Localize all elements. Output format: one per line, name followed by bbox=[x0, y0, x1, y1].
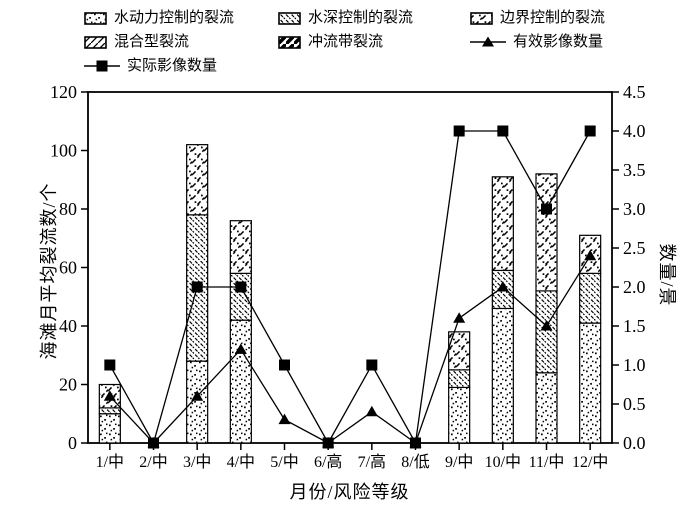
line-triangle bbox=[109, 255, 591, 445]
legend-square-marker-icon bbox=[84, 60, 120, 72]
y-right-axis-title: 数量/景 bbox=[657, 243, 677, 307]
bar-segment-boundary bbox=[491, 176, 514, 272]
triangle-marker bbox=[365, 405, 378, 417]
y-left-tick-label: 80 bbox=[59, 199, 77, 219]
square-marker bbox=[366, 359, 378, 371]
y-right-tick-label: 4.5 bbox=[623, 82, 646, 102]
bar-segment-dots bbox=[186, 360, 209, 444]
legend-label-boundary: 边界控制的裂流 bbox=[500, 10, 606, 26]
legend-item-actual: 实际影像数量 bbox=[84, 58, 217, 74]
bar-segment-boundary bbox=[448, 331, 471, 371]
line-square bbox=[109, 130, 591, 446]
legend-item-hydro: 水动力控制的裂流 bbox=[84, 10, 234, 26]
line-series bbox=[103, 125, 597, 449]
square-marker bbox=[235, 281, 247, 293]
y-right-tick-label: 3.5 bbox=[623, 160, 646, 180]
y-left-tick-label: 20 bbox=[59, 375, 77, 395]
x-tick-label: 10/中 bbox=[485, 453, 521, 471]
x-axis-title: 月份/风险等级 bbox=[289, 482, 410, 502]
y-right-tick-label: 2.0 bbox=[623, 277, 646, 297]
bar-segment-boundary bbox=[229, 220, 252, 274]
legend-swatch-mixed-icon bbox=[84, 35, 107, 49]
bar-segment-dots bbox=[98, 413, 121, 444]
plot-frame bbox=[87, 91, 613, 444]
triangle-marker bbox=[234, 343, 247, 354]
triangle-marker bbox=[453, 312, 466, 323]
x-tick-label: 6/高 bbox=[314, 453, 342, 471]
y-right-tick-label: 1.5 bbox=[623, 316, 646, 336]
legend-item-mixed: 混合型裂流 bbox=[84, 34, 189, 50]
bar-segment-boundary bbox=[535, 173, 558, 292]
legend-swatch-hydro-icon bbox=[84, 11, 107, 25]
bar-segment-hatch bbox=[535, 290, 558, 374]
legend-label-hydro: 水动力控制的裂流 bbox=[114, 10, 235, 26]
legend-item-boundary: 边界控制的裂流 bbox=[470, 10, 605, 26]
y-right-tick-label: 3.0 bbox=[623, 199, 646, 219]
square-marker bbox=[322, 437, 334, 449]
legend-label-actual: 实际影像数量 bbox=[127, 58, 218, 74]
x-tick-label: 9/中 bbox=[445, 453, 473, 471]
triangle-marker bbox=[103, 390, 116, 401]
bar-segment-dots bbox=[535, 372, 558, 444]
square-marker bbox=[148, 437, 159, 449]
y-left-tick-label: 0 bbox=[68, 433, 77, 453]
square-marker bbox=[191, 281, 203, 293]
bar-segment-hatch bbox=[579, 272, 602, 324]
legend-label-effective: 有效影像数量 bbox=[513, 34, 604, 50]
x-tick-label: 12/中 bbox=[572, 453, 608, 471]
y-left-tick-label: 40 bbox=[59, 316, 77, 336]
triangle-marker bbox=[496, 281, 509, 292]
axes: 0 20 40 60 80 100 120 0.0 0.5 1.0 1.5 2.0 2.5 3.0 3.5 4… bbox=[50, 82, 646, 471]
legend-label-mixed: 混合型裂流 bbox=[114, 34, 190, 50]
legend-swatch-depth-icon bbox=[278, 11, 301, 25]
x-tick-label: 5/中 bbox=[270, 453, 298, 471]
triangle-marker bbox=[191, 390, 204, 401]
legend-item-swash: 冲流带裂流 bbox=[278, 34, 383, 50]
square-marker bbox=[541, 203, 552, 215]
legend-triangle-marker-icon bbox=[470, 36, 506, 47]
x-tick-label: 2/中 bbox=[139, 453, 167, 471]
triangle-marker bbox=[540, 320, 553, 331]
square-marker bbox=[279, 359, 290, 371]
bar-segment-dots bbox=[579, 322, 602, 444]
y-left-tick-label: 120 bbox=[50, 82, 77, 102]
y-left-tick-label: 60 bbox=[59, 258, 77, 278]
bar-segment-dots bbox=[491, 307, 514, 444]
bar-segment-hatch bbox=[448, 369, 471, 389]
x-tick-label: 11/中 bbox=[529, 453, 565, 471]
bar-segment-boundary bbox=[186, 144, 209, 216]
square-marker bbox=[584, 125, 596, 137]
y-left-tick-label: 100 bbox=[50, 141, 77, 161]
square-marker bbox=[104, 359, 116, 371]
legend-label-depth: 水深控制的裂流 bbox=[308, 10, 414, 26]
square-marker bbox=[497, 125, 509, 137]
square-marker bbox=[453, 125, 465, 137]
x-tick-label: 4/中 bbox=[227, 453, 255, 471]
legend-swatch-swash-icon bbox=[278, 35, 301, 49]
x-tick-label: 7/高 bbox=[358, 453, 386, 471]
square-marker bbox=[410, 437, 421, 449]
legend-swatch-boundary-icon bbox=[470, 11, 493, 25]
bar-segment-hatch bbox=[98, 407, 121, 415]
x-tick-label: 3/中 bbox=[183, 453, 211, 471]
x-tick-label: 1/中 bbox=[96, 453, 124, 471]
bar-segment-dots bbox=[229, 319, 252, 444]
triangle-marker bbox=[584, 249, 597, 261]
y-right-tick-label: 2.5 bbox=[623, 238, 646, 258]
bar-segment-hatch bbox=[229, 272, 252, 321]
y-right-tick-label: 0.0 bbox=[623, 433, 646, 453]
y-left-axis-title: 海滩月平均裂流数/个 bbox=[39, 182, 59, 360]
y-right-tick-label: 0.5 bbox=[623, 394, 646, 414]
legend-label-swash: 冲流带裂流 bbox=[308, 34, 384, 50]
legend-item-effective: 有效影像数量 bbox=[470, 34, 603, 50]
bar-segment-dots bbox=[448, 386, 471, 444]
stacked-bars bbox=[98, 144, 602, 444]
legend-item-depth: 水深控制的裂流 bbox=[278, 10, 413, 26]
x-tick-label: 8/低 bbox=[401, 453, 429, 471]
y-right-tick-label: 4.0 bbox=[623, 121, 646, 141]
triangle-marker bbox=[278, 413, 291, 425]
y-right-tick-label: 1.0 bbox=[623, 355, 646, 375]
